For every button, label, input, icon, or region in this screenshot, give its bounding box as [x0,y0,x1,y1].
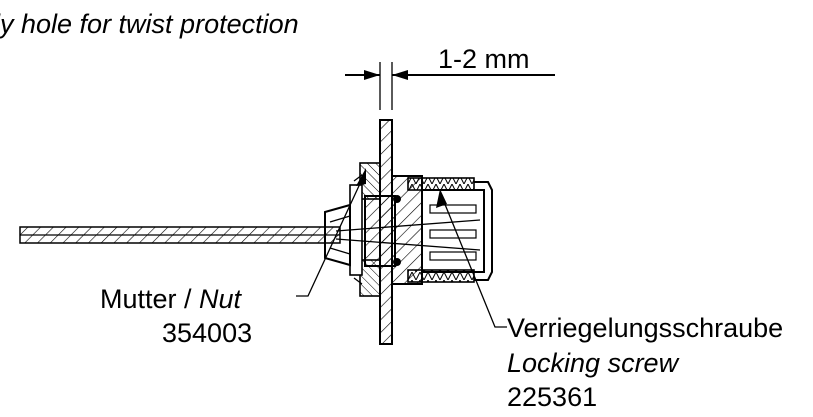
locking-screw-leader [436,189,507,328]
locking-screw-label-en: Locking screw [507,348,680,378]
cable [19,226,341,244]
nut-label-de: Mutter / [100,284,199,314]
nut-leader [296,168,366,297]
strain-relief [324,203,351,267]
contact-pins [335,204,481,261]
locking-screw-part-number: 225361 [507,382,597,412]
nut-label-en: Nut [199,284,243,314]
locking-screw-label-de: Verriegelungsschraube [507,313,783,343]
o-ring-bottom [393,258,401,266]
nut-label: Mutter / Nut [100,284,243,314]
dimension-label: 1-2 mm [438,44,530,74]
dimension-1-2mm: 1-2 mm [345,44,555,110]
o-ring-top [393,195,401,203]
threaded-sleeve [407,177,493,283]
nut-part-number: 354003 [162,318,252,348]
header-text: ly hole for twist protection [0,9,299,39]
